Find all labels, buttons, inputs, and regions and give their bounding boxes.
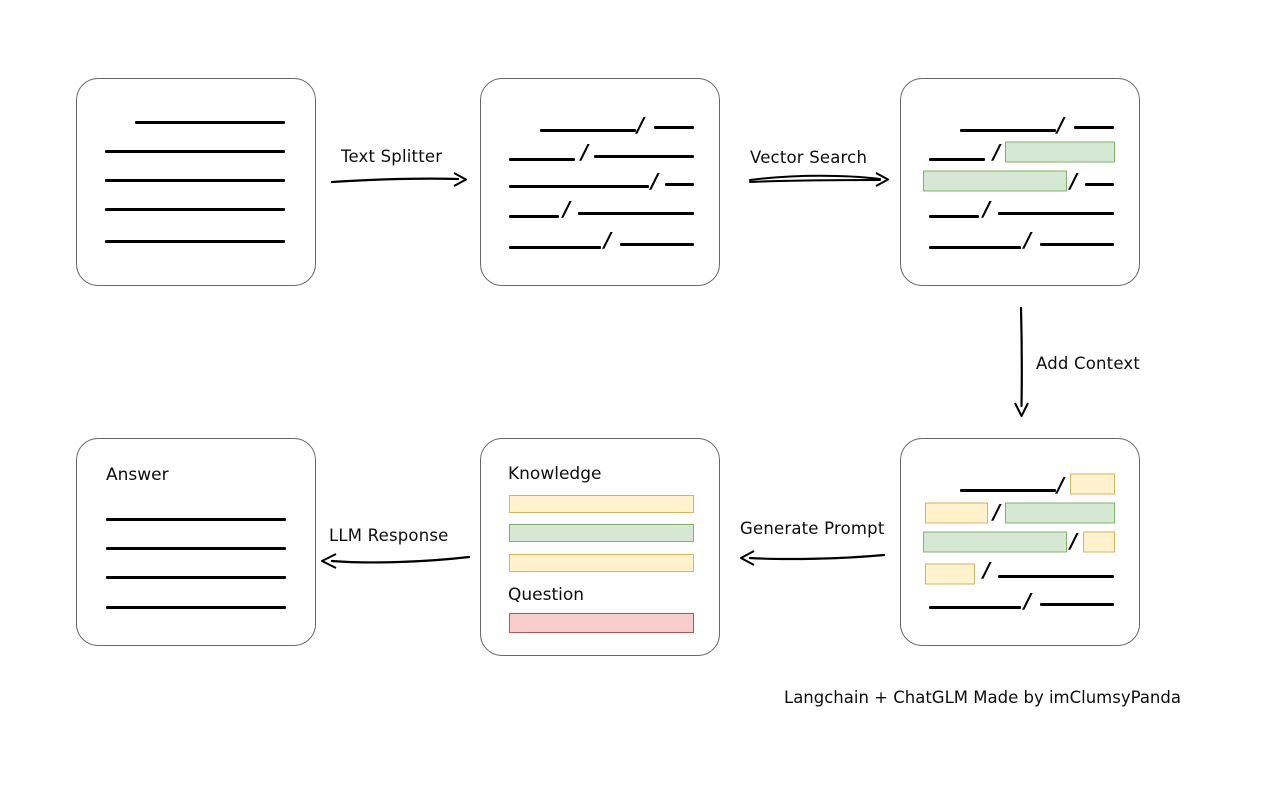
answer-box[interactable] bbox=[76, 438, 316, 646]
chunk-separator-slash: / bbox=[983, 197, 991, 221]
chunk-separator-slash: / bbox=[1057, 473, 1065, 497]
document-line bbox=[540, 129, 636, 132]
chunk-separator-slash: / bbox=[1057, 113, 1065, 137]
document-line bbox=[998, 575, 1114, 578]
highlight-chip-green bbox=[1005, 141, 1115, 163]
knowledge-label: Knowledge bbox=[508, 464, 602, 484]
document-line bbox=[106, 576, 286, 579]
document-line bbox=[998, 212, 1114, 215]
document-line bbox=[1074, 126, 1114, 129]
chunk-separator-slash: / bbox=[563, 197, 571, 221]
edge-label-generate-prompt: Generate Prompt bbox=[740, 519, 885, 538]
chunk-separator-slash: / bbox=[983, 558, 991, 582]
document-line bbox=[929, 158, 985, 161]
answer-label: Answer bbox=[106, 465, 169, 485]
chunk-separator-slash: / bbox=[581, 140, 589, 164]
edge-label-add-context: Add Context bbox=[1036, 354, 1141, 373]
edge-label-text-splitter: Text Splitter bbox=[341, 147, 443, 166]
footer-credit: Langchain + ChatGLM Made by imClumsyPand… bbox=[784, 688, 1181, 707]
document-line bbox=[960, 129, 1056, 132]
document-line bbox=[1085, 183, 1114, 186]
arrow-llm-response bbox=[321, 553, 471, 569]
document-line bbox=[929, 606, 1021, 609]
document-line bbox=[665, 183, 694, 186]
document-line bbox=[929, 215, 979, 218]
highlight-chip-green bbox=[923, 531, 1067, 553]
chunk-separator-slash: / bbox=[1024, 228, 1032, 252]
chunk-separator-slash: / bbox=[1070, 529, 1078, 553]
document-line bbox=[106, 547, 286, 550]
chunk-separator-slash: / bbox=[604, 228, 612, 252]
document-line bbox=[509, 215, 559, 218]
knowledge-item-green bbox=[509, 524, 694, 542]
arrow-generate-prompt bbox=[740, 550, 886, 566]
highlight-chip-green bbox=[1005, 502, 1115, 524]
document-line bbox=[1040, 243, 1114, 246]
document-line bbox=[578, 212, 694, 215]
highlight-chip-yellow bbox=[1083, 531, 1115, 553]
chunk-separator-slash: / bbox=[993, 140, 1001, 164]
highlight-chip-yellow bbox=[925, 502, 988, 524]
document-line bbox=[105, 208, 285, 211]
chunk-separator-slash: / bbox=[637, 113, 645, 137]
chunk-separator-slash: / bbox=[993, 500, 1001, 524]
document-line bbox=[620, 243, 694, 246]
edge-label-vector-search: Vector Search bbox=[750, 148, 868, 167]
question-item-red bbox=[509, 613, 694, 633]
chunk-separator-slash: / bbox=[651, 169, 659, 193]
highlight-chip-green bbox=[923, 170, 1067, 192]
question-label: Question bbox=[508, 585, 585, 605]
document-line bbox=[594, 155, 694, 158]
document-line bbox=[105, 240, 285, 243]
document-line bbox=[929, 246, 1021, 249]
edge-label-llm-response: LLM Response bbox=[329, 526, 449, 545]
chunk-separator-slash: / bbox=[1070, 169, 1078, 193]
document-line bbox=[1040, 603, 1114, 606]
document-line bbox=[105, 179, 285, 182]
arrow-add-context bbox=[1014, 306, 1029, 417]
highlight-chip-yellow bbox=[925, 563, 975, 585]
knowledge-item-yellow bbox=[509, 495, 694, 513]
knowledge-item-yellow bbox=[509, 554, 694, 572]
document-line bbox=[135, 121, 285, 124]
split-chunks-box[interactable] bbox=[480, 78, 720, 286]
document-line bbox=[509, 246, 601, 249]
document-line bbox=[105, 150, 285, 153]
document-line bbox=[509, 158, 575, 161]
document-line bbox=[106, 518, 286, 521]
arrow-text-splitter bbox=[330, 172, 467, 187]
source-document-box[interactable] bbox=[76, 78, 316, 286]
document-line bbox=[509, 185, 649, 188]
highlight-chip-yellow bbox=[1070, 473, 1115, 495]
document-line bbox=[106, 606, 286, 609]
document-line bbox=[654, 126, 694, 129]
arrow-vector-search bbox=[749, 172, 889, 187]
chunk-separator-slash: / bbox=[1024, 589, 1032, 613]
document-line bbox=[960, 489, 1056, 492]
